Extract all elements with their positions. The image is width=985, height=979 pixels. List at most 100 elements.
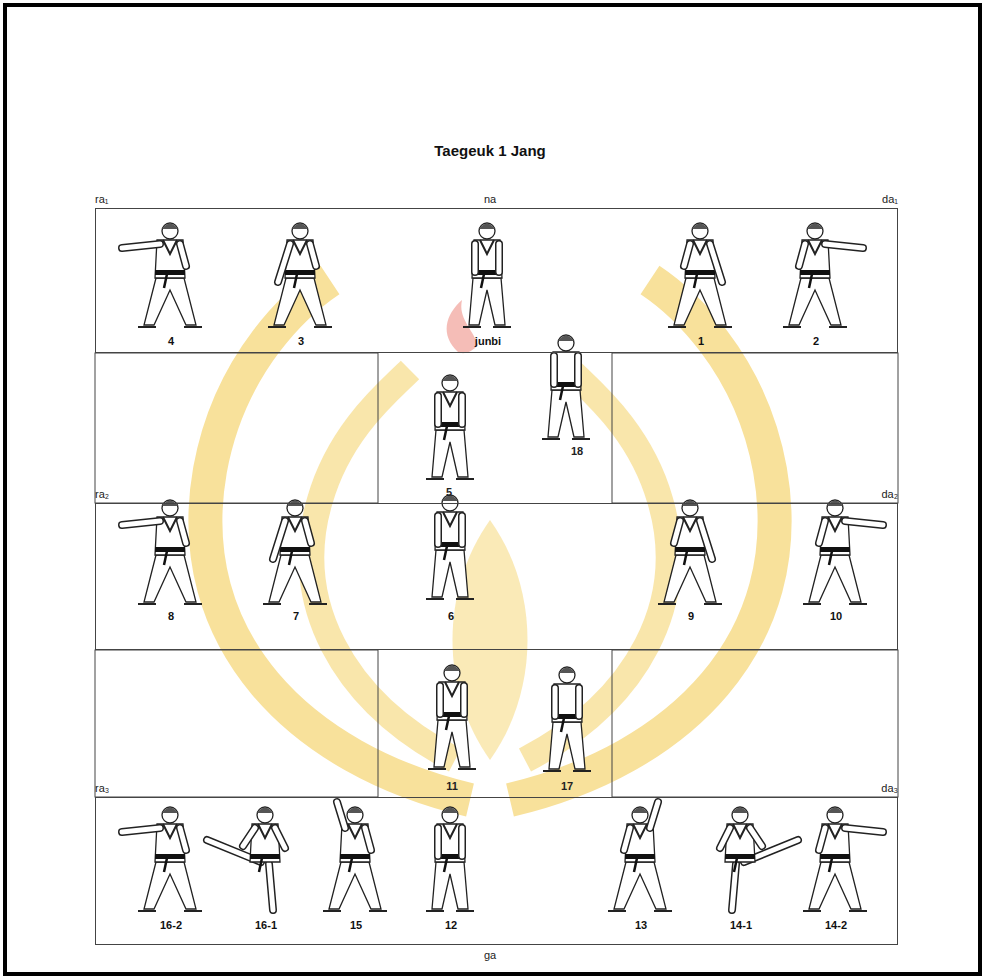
figure-limb (674, 521, 680, 543)
figure-limb (458, 516, 466, 544)
figure-limb (365, 828, 371, 850)
watermark-flame (510, 280, 775, 800)
figure-limb (674, 521, 680, 543)
figure-limb (710, 244, 722, 282)
figure-foot (542, 438, 560, 440)
direction-label: da₃ (881, 782, 898, 795)
figure-limb (305, 521, 311, 543)
figure (543, 667, 591, 771)
figure-head (292, 223, 308, 239)
figure-foot (458, 768, 476, 770)
step-number: 9 (688, 610, 694, 623)
figure-pants (144, 555, 196, 602)
step-number: 18 (571, 445, 583, 458)
figure-pants (329, 862, 381, 909)
figure-collar (808, 240, 822, 254)
watermark-flame (205, 280, 470, 800)
side-box (612, 353, 898, 503)
figure (668, 223, 732, 327)
figure-limb (278, 244, 290, 282)
figure-pants (789, 278, 841, 325)
figure-limb (458, 396, 466, 424)
figure-pants (144, 278, 196, 325)
side-box (95, 353, 378, 503)
figure (323, 802, 387, 911)
figure-hair (632, 808, 648, 814)
figure-foot (184, 910, 202, 912)
figure-pants (809, 862, 861, 909)
figure-foot (184, 326, 202, 328)
figure-limb (700, 521, 712, 559)
figure-belt-end (684, 551, 687, 565)
figure-foot (369, 910, 387, 912)
figure-head (162, 807, 178, 823)
figure-limb (436, 828, 441, 856)
figure-collar (683, 517, 697, 531)
figure-hair (257, 808, 273, 814)
figure-limb (275, 828, 285, 848)
figure-belt (155, 854, 185, 859)
figure-limb (462, 686, 467, 714)
figure-limb (650, 802, 658, 828)
figure-collar (633, 824, 647, 838)
figure-head (442, 375, 458, 391)
figure-limb (436, 686, 444, 714)
figure-foot (849, 603, 867, 605)
figure-hair (558, 336, 574, 342)
figure-head (444, 665, 460, 681)
figure-hair (807, 224, 823, 230)
figure-belt (155, 547, 185, 552)
figure-collar (443, 392, 457, 406)
figure-belt (725, 854, 755, 859)
figure-belt (820, 854, 850, 859)
figure-foot (456, 910, 474, 912)
figure-hair (347, 808, 363, 814)
figure (426, 375, 474, 479)
figure-pants (144, 862, 196, 909)
figure-limb (305, 521, 311, 543)
figure-limb (122, 828, 160, 832)
figure-pants (809, 555, 861, 602)
figure-belt-end (164, 551, 167, 565)
figure-limb (180, 521, 186, 543)
figure-limb (819, 828, 825, 850)
figure-foot (184, 603, 202, 605)
figure-limb (845, 828, 883, 832)
watermark-flame (311, 370, 455, 760)
figure-hair (444, 666, 460, 672)
figure-pants (674, 278, 726, 325)
figure-limb (577, 688, 582, 716)
figure-collar (733, 824, 747, 838)
figure-hair (479, 224, 495, 230)
watermark-logo (205, 280, 774, 800)
direction-label: ra₁ (95, 193, 109, 206)
figure-foot (803, 910, 821, 912)
figure-foot (456, 598, 474, 600)
figure-belt (820, 547, 850, 552)
figure-limb (460, 686, 468, 714)
step-number: 11 (446, 780, 458, 793)
figure-pants (432, 430, 468, 477)
figure-limb (551, 688, 559, 716)
figure-belt-end (560, 386, 563, 400)
figure-limb (684, 244, 690, 266)
figure-limb (436, 516, 441, 544)
figure-belt-end (446, 716, 449, 730)
figure-foot (138, 910, 156, 912)
figure-belt (800, 270, 830, 275)
figure (268, 223, 332, 327)
figure-limb (337, 802, 345, 828)
figure-limb (460, 828, 465, 856)
direction-label: ra₃ (95, 782, 109, 795)
figure (783, 223, 863, 327)
figure-collar (163, 240, 177, 254)
figure-limb (495, 244, 503, 272)
figure-belt (685, 270, 715, 275)
step-number: 13 (635, 919, 647, 932)
figure-limb (553, 688, 558, 716)
figure-hair (442, 376, 458, 382)
figure-collar (258, 824, 272, 838)
direction-label: ra₂ (95, 488, 109, 501)
figure-foot (428, 768, 446, 770)
figure-hair (692, 224, 708, 230)
